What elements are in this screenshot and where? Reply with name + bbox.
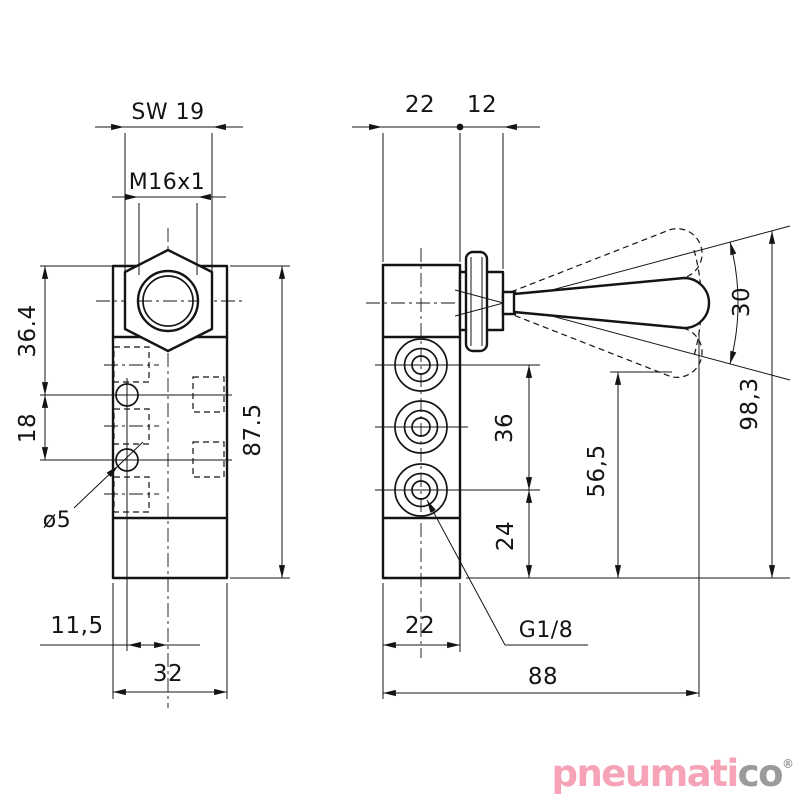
dim-label-18: 18 xyxy=(15,413,41,443)
dim-label-36-4: 36.4 xyxy=(15,304,41,357)
lever-position-down xyxy=(510,296,703,378)
lever-position-up xyxy=(510,228,703,310)
dim-label-m16x1: M16x1 xyxy=(129,170,206,195)
dim-label-sw19: SW 19 xyxy=(131,100,204,125)
logo-letter-c: c xyxy=(737,752,760,795)
port-1 xyxy=(375,338,540,392)
dim-sw19: SW 19 xyxy=(95,100,243,271)
dim-g18: G1/8 xyxy=(426,499,588,646)
hole-2 xyxy=(115,448,139,472)
pneumatico-logo: pneumatico® xyxy=(551,752,794,795)
registered-mark: ® xyxy=(782,757,794,771)
dim-label-87-5: 87.5 xyxy=(240,403,266,456)
hidden-thread-pockets xyxy=(104,346,225,513)
hole-1 xyxy=(115,383,139,407)
dim-label-98-3: 98,3 xyxy=(737,377,763,430)
dim-32: 32 xyxy=(112,583,228,699)
panel-nut xyxy=(464,250,489,353)
hex-nut xyxy=(123,248,214,353)
port-3 xyxy=(375,463,540,517)
dim-22-12-top: 22 12 xyxy=(352,92,540,269)
dim-18: 18 xyxy=(15,394,49,461)
dim-24: 24 xyxy=(493,489,533,579)
dim-label-d5: ø5 xyxy=(43,508,71,533)
dim-22-bottom: 22 xyxy=(382,583,461,699)
dim-label-12: 12 xyxy=(467,92,497,118)
dim-label-56-5: 56,5 xyxy=(584,444,610,497)
dim-label-32: 32 xyxy=(153,661,183,687)
dim-label-24: 24 xyxy=(493,521,519,551)
dim-36-4: 36.4 xyxy=(15,265,113,396)
dim-11-5: 11,5 xyxy=(40,583,200,651)
dim-30-arc: 30 xyxy=(729,241,755,365)
dim-label-11-5: 11,5 xyxy=(50,613,103,639)
front-view xyxy=(40,228,242,708)
dim-label-22-bottom: 22 xyxy=(405,613,435,639)
dim-label-88: 88 xyxy=(528,664,558,690)
dim-label-g18: G1/8 xyxy=(519,618,573,643)
dim-label-30: 30 xyxy=(729,287,755,317)
dim-88: 88 xyxy=(382,664,700,697)
dim-label-22-top: 22 xyxy=(405,92,435,118)
side-view xyxy=(366,225,791,697)
logo-letter-o: o xyxy=(758,752,783,795)
dim-label-36: 36 xyxy=(492,413,518,443)
side-body-outline xyxy=(381,263,462,580)
port-2 xyxy=(375,400,468,454)
dim-36: 36 xyxy=(492,364,533,491)
dim-87-5: 87.5 xyxy=(230,265,290,579)
dim-56-5: 56,5 xyxy=(584,371,622,579)
dim-m16x1: M16x1 xyxy=(112,170,226,275)
dim-hole-dia: ø5 xyxy=(43,441,144,533)
logo-text-pink: pneumati xyxy=(551,752,739,795)
toggle-lever xyxy=(512,276,711,330)
dim-98-3: 98,3 xyxy=(737,230,776,579)
